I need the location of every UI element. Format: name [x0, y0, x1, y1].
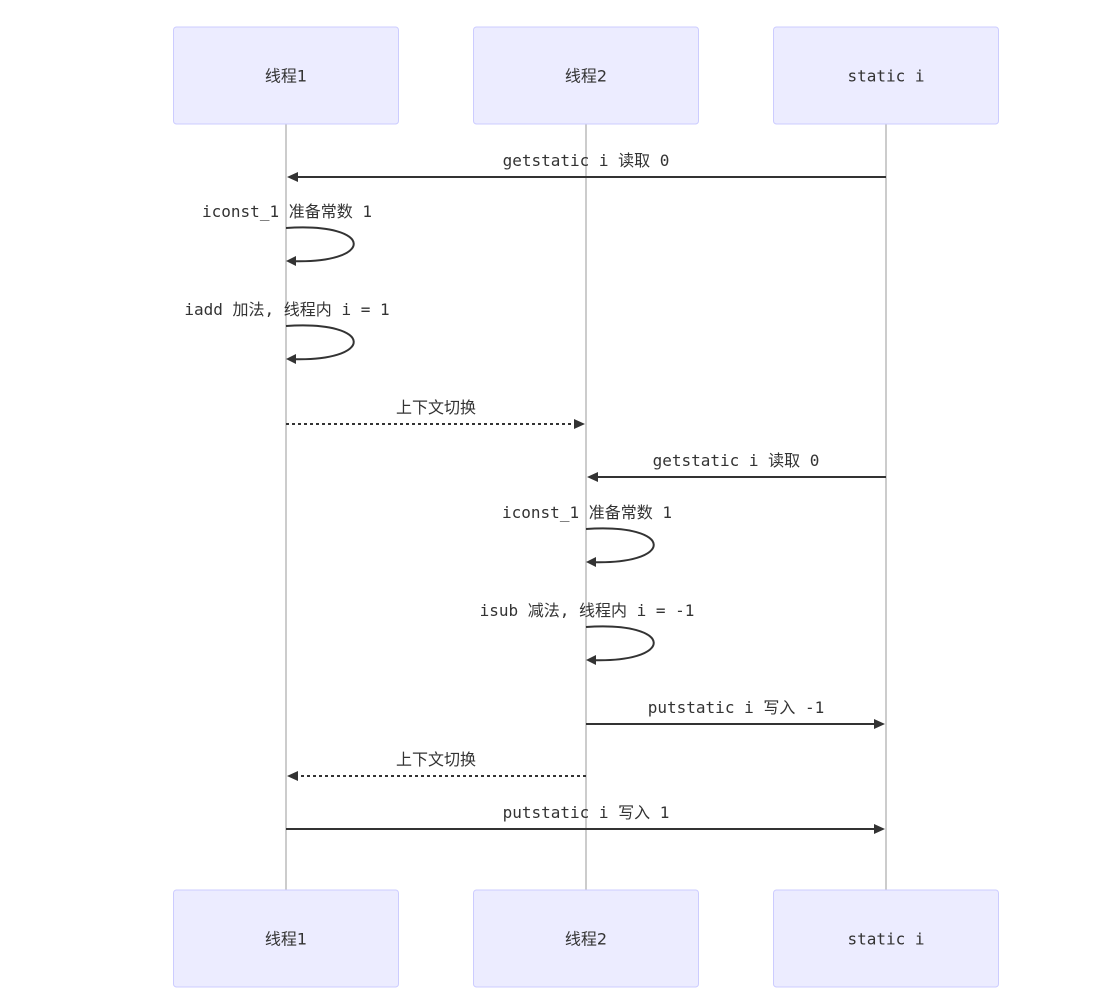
participant-label: static i [847, 930, 924, 949]
message-label: iconst_1 准备常数 1 [202, 202, 372, 221]
participants-bottom: 线程1 线程2 static i [173, 889, 999, 988]
participant-box [473, 889, 699, 988]
message-label: iconst_1 准备常数 1 [502, 503, 672, 522]
message-6: iconst_1 准备常数 1 [502, 503, 672, 567]
message-8: putstatic i 写入 -1 [586, 698, 885, 729]
participant-t2-bottom: 线程2 [473, 889, 699, 988]
participant-t1-bottom: 线程1 [173, 889, 399, 988]
participant-box [773, 889, 999, 988]
message-label: isub 减法, 线程内 i = -1 [480, 601, 695, 620]
participant-box [473, 26, 699, 125]
participant-label: 线程1 [265, 930, 307, 949]
message-label: putstatic i 写入 1 [503, 803, 670, 822]
arrowhead-icon [287, 172, 298, 182]
arrowhead-icon [287, 771, 298, 781]
message-4: 上下文切换 [286, 398, 585, 429]
message-label: getstatic i 读取 0 [503, 151, 670, 170]
arrowhead-icon [874, 719, 885, 729]
message-1: getstatic i 读取 0 [287, 151, 886, 182]
message-2: iconst_1 准备常数 1 [202, 202, 372, 266]
participant-label: 线程2 [565, 930, 607, 949]
message-10: putstatic i 写入 1 [286, 803, 885, 834]
message-7: isub 减法, 线程内 i = -1 [480, 601, 695, 665]
participant-label: 线程2 [565, 67, 607, 86]
arrowhead-icon [286, 256, 296, 266]
message-9: 上下文切换 [287, 750, 586, 781]
arrowhead-icon [574, 419, 585, 429]
participant-si-top: static i [773, 26, 999, 125]
self-loop-line [585, 527, 655, 564]
message-label: putstatic i 写入 -1 [648, 698, 825, 717]
messages: getstatic i 读取 0 iconst_1 准备常数 1 iadd 加法, … [184, 151, 886, 834]
arrowhead-icon [586, 655, 596, 665]
self-loop-line [585, 625, 655, 662]
self-loop-line [285, 226, 355, 263]
message-3: iadd 加法, 线程内 i = 1 [184, 300, 390, 364]
participant-label: 线程1 [265, 67, 307, 86]
message-5: getstatic i 读取 0 [587, 451, 886, 482]
arrowhead-icon [587, 472, 598, 482]
participant-box [773, 26, 999, 125]
arrowhead-icon [286, 354, 296, 364]
participant-box [173, 26, 399, 125]
participant-t1-top: 线程1 [173, 26, 399, 125]
participant-si-bottom: static i [773, 889, 999, 988]
message-label: 上下文切换 [396, 750, 476, 769]
message-label: getstatic i 读取 0 [653, 451, 820, 470]
lifelines [285, 124, 887, 890]
participant-t2-top: 线程2 [473, 26, 699, 125]
participants-top: 线程1 线程2 static i [173, 26, 999, 125]
participant-label: static i [847, 67, 924, 86]
arrowhead-icon [586, 557, 596, 567]
message-label: 上下文切换 [396, 398, 476, 417]
participant-box [173, 889, 399, 988]
arrowhead-icon [874, 824, 885, 834]
self-loop-line [285, 324, 355, 361]
message-label: iadd 加法, 线程内 i = 1 [184, 300, 389, 319]
